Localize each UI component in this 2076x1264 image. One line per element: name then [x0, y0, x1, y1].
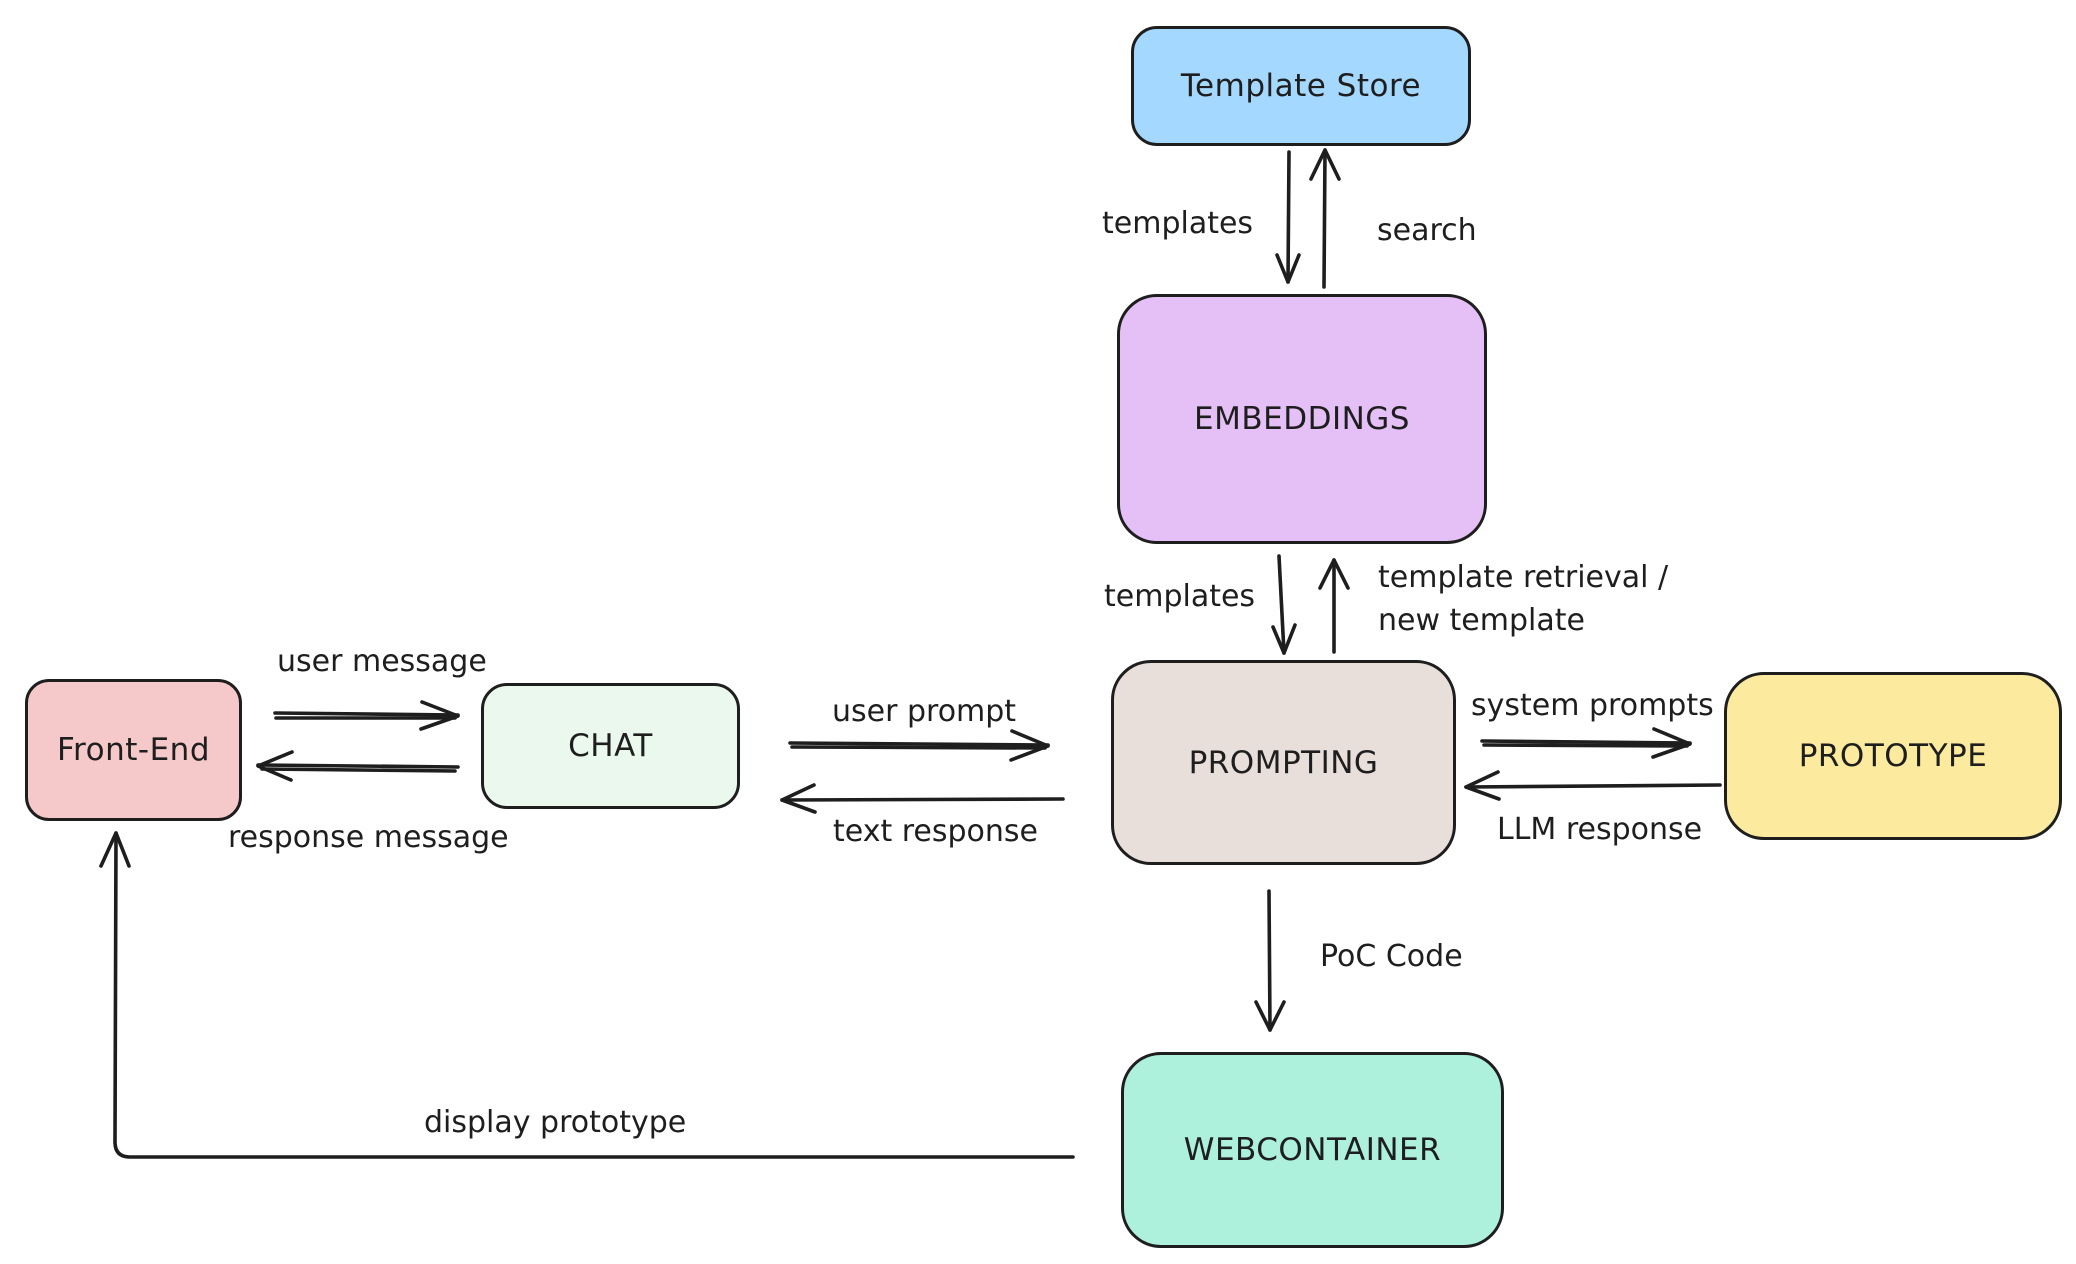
edge-label-search: search [1377, 213, 1477, 248]
arrow-user-message [273, 700, 460, 731]
arrow-search-embeddings-to-store [1309, 148, 1341, 289]
frontend-label: Front-End [56, 732, 210, 768]
edge-label-poc-code: PoC Code [1320, 939, 1463, 974]
arrow-response-message [256, 750, 460, 782]
prompting-label: PROMPTING [1188, 744, 1379, 781]
embeddings-label: EMBEDDINGS [1194, 401, 1410, 437]
edge-label-templates-from-store: templates [1102, 206, 1254, 241]
frontend-node: Front-End [25, 679, 242, 821]
arrow-system-prompts [1480, 727, 1692, 759]
prototype-node: PROTOTYPE [1724, 672, 2062, 840]
chat-node: CHAT [481, 683, 740, 809]
arrow-templates-store-to-embeddings [1275, 150, 1301, 284]
edge-label-response-message: response message [228, 820, 509, 855]
arrow-retrieval-prompting-to-embeddings [1318, 558, 1350, 654]
arrow-display-prototype [99, 831, 1075, 1159]
arrow-user-prompt [788, 729, 1050, 762]
prototype-label: PROTOTYPE [1798, 738, 1988, 774]
edge-label-text-response: text response [833, 814, 1039, 849]
edge-label-template-retrieval: template retrieval / new template [1378, 560, 1669, 638]
prompting-node: PROMPTING [1111, 660, 1456, 865]
arrow-templates-embeddings-to-prompting [1271, 554, 1297, 655]
template-store-node: Template Store [1131, 26, 1471, 146]
webcontainer-label: WEBCONTAINER [1183, 1132, 1442, 1168]
edge-label-templates-to-prompting: templates [1104, 579, 1256, 614]
edge-label-llm-response: LLM response [1497, 812, 1703, 847]
arrow-llm-response [1464, 770, 1722, 801]
webcontainer-node: WEBCONTAINER [1121, 1052, 1504, 1248]
edge-label-user-prompt: user prompt [832, 694, 1017, 729]
edge-label-system-prompts: system prompts [1471, 688, 1714, 723]
embeddings-node: EMBEDDINGS [1117, 294, 1487, 544]
template-store-label: Template Store [1180, 68, 1422, 104]
edge-label-user-message: user message [277, 644, 487, 679]
arrow-poc-code [1254, 889, 1286, 1032]
edge-label-display-prototype: display prototype [424, 1105, 687, 1140]
arrow-text-response [780, 783, 1065, 814]
chat-label: CHAT [568, 728, 653, 764]
